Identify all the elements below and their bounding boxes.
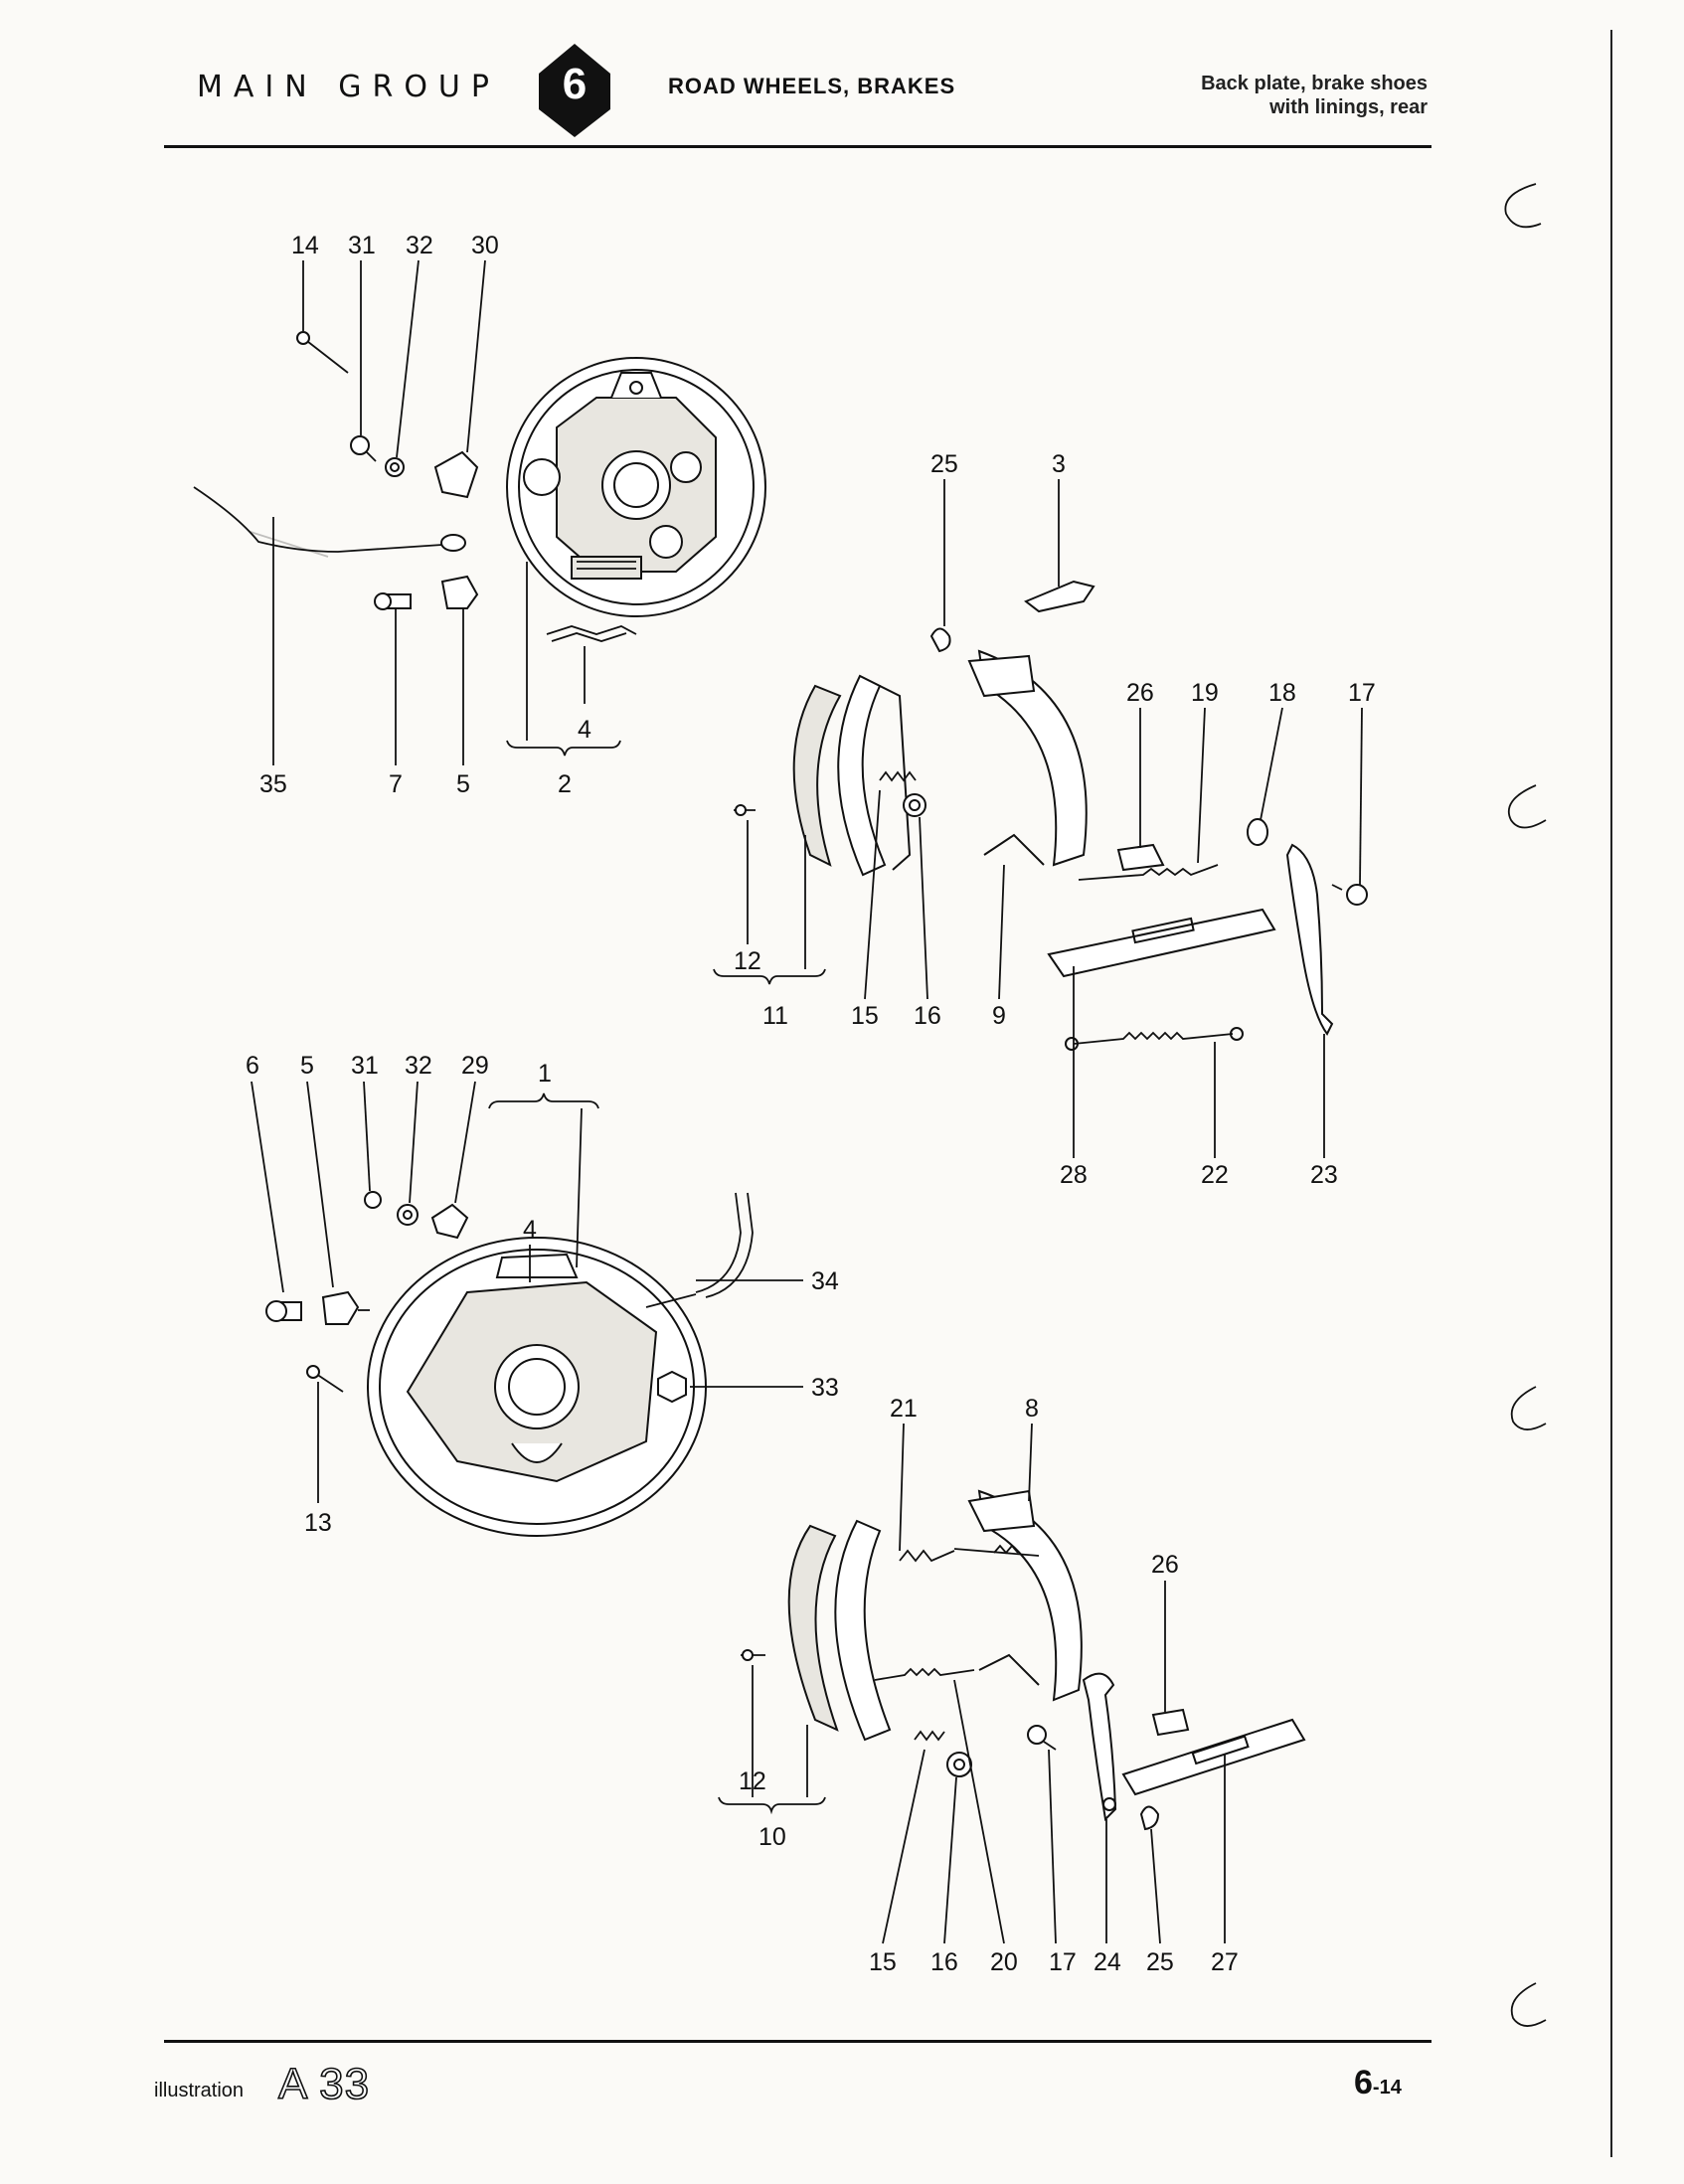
part-number: 9 (992, 1002, 1006, 1030)
part-number: 23 (1310, 1161, 1338, 1189)
part-number: 13 (304, 1509, 332, 1537)
part-number: 32 (405, 1052, 432, 1080)
lower-left-leaders (251, 1081, 803, 1503)
description-line-1: Back plate, brake shoes (1201, 73, 1428, 94)
footer-rule (164, 2040, 1431, 2043)
binder-marks (1504, 183, 1547, 2027)
upper-small-parts (193, 331, 637, 642)
part-number: 11 (762, 1002, 788, 1030)
main-group-label: MAIN GROUP (197, 70, 500, 104)
page-number-suffix: -14 (1372, 2077, 1402, 2099)
part-number: 33 (811, 1374, 839, 1402)
part-number: 16 (914, 1002, 941, 1030)
binding-edge-line (1610, 30, 1612, 2157)
part-number: 8 (1025, 1395, 1039, 1423)
part-number: 15 (869, 1948, 897, 1976)
page-number-main: 6 (1354, 2064, 1373, 2101)
part-number: 6 (246, 1052, 259, 1080)
group-number: 6 (562, 60, 588, 108)
part-number: 12 (734, 947, 761, 975)
part-number: 28 (1060, 1161, 1088, 1189)
part-number: 19 (1191, 679, 1219, 707)
part-number: 14 (291, 232, 319, 259)
badge-shape (539, 44, 610, 137)
description-line-2: with linings, rear (1269, 96, 1428, 118)
page-description: Back plate, brake shoes with linings, re… (1201, 72, 1428, 119)
part-number: 3 (1052, 450, 1066, 478)
part-number: 15 (851, 1002, 879, 1030)
part-number: 35 (259, 770, 287, 798)
illustration-code: A 33 (277, 2059, 371, 2109)
part-number: 27 (1211, 1948, 1239, 1976)
part-number: 22 (1201, 1161, 1229, 1189)
part-number: 25 (1146, 1948, 1174, 1976)
illustration-label: illustration (154, 2080, 245, 2101)
header-rule (164, 145, 1431, 148)
upper-back-plate (506, 357, 766, 617)
part-number: 17 (1348, 679, 1376, 707)
part-number: 21 (890, 1395, 918, 1423)
part-number: 1 (538, 1060, 552, 1088)
upper-left-leaders (272, 259, 621, 765)
part-number: 18 (1268, 679, 1296, 707)
part-number: 25 (930, 450, 958, 478)
part-number: 16 (930, 1948, 958, 1976)
lower-right-leaders (718, 1423, 1226, 1944)
lower-right-shoes (741, 1489, 1306, 1831)
section-title: ROAD WHEELS, BRAKES (668, 74, 956, 98)
part-number: 4 (578, 716, 591, 744)
part-number: 24 (1094, 1948, 1121, 1976)
part-number-labels: 14 31 32 30 35 7 5 4 2 25 3 26 19 18 17 … (246, 232, 1376, 1976)
part-number: 30 (471, 232, 499, 259)
part-number: 10 (758, 1823, 786, 1851)
part-number: 4 (523, 1216, 537, 1244)
lower-back-plate (265, 1191, 754, 1537)
page-number: 6-14 (1354, 2064, 1402, 2102)
part-number: 12 (739, 1767, 766, 1795)
part-number: 7 (389, 770, 403, 798)
part-number: 31 (348, 232, 376, 259)
part-number: 26 (1151, 1551, 1179, 1579)
part-number: 17 (1049, 1948, 1077, 1976)
upper-right-leaders (713, 479, 1363, 1158)
part-number: 34 (811, 1267, 839, 1295)
group-number-badge: 6 (535, 40, 614, 139)
part-number: 20 (990, 1948, 1018, 1976)
part-number: 5 (300, 1052, 314, 1080)
upper-right-shoes (734, 580, 1368, 1051)
part-number: 26 (1126, 679, 1154, 707)
part-number: 5 (456, 770, 470, 798)
part-number: 32 (406, 232, 433, 259)
part-number: 29 (461, 1052, 489, 1080)
part-number: 2 (558, 770, 572, 798)
part-number: 31 (351, 1052, 379, 1080)
